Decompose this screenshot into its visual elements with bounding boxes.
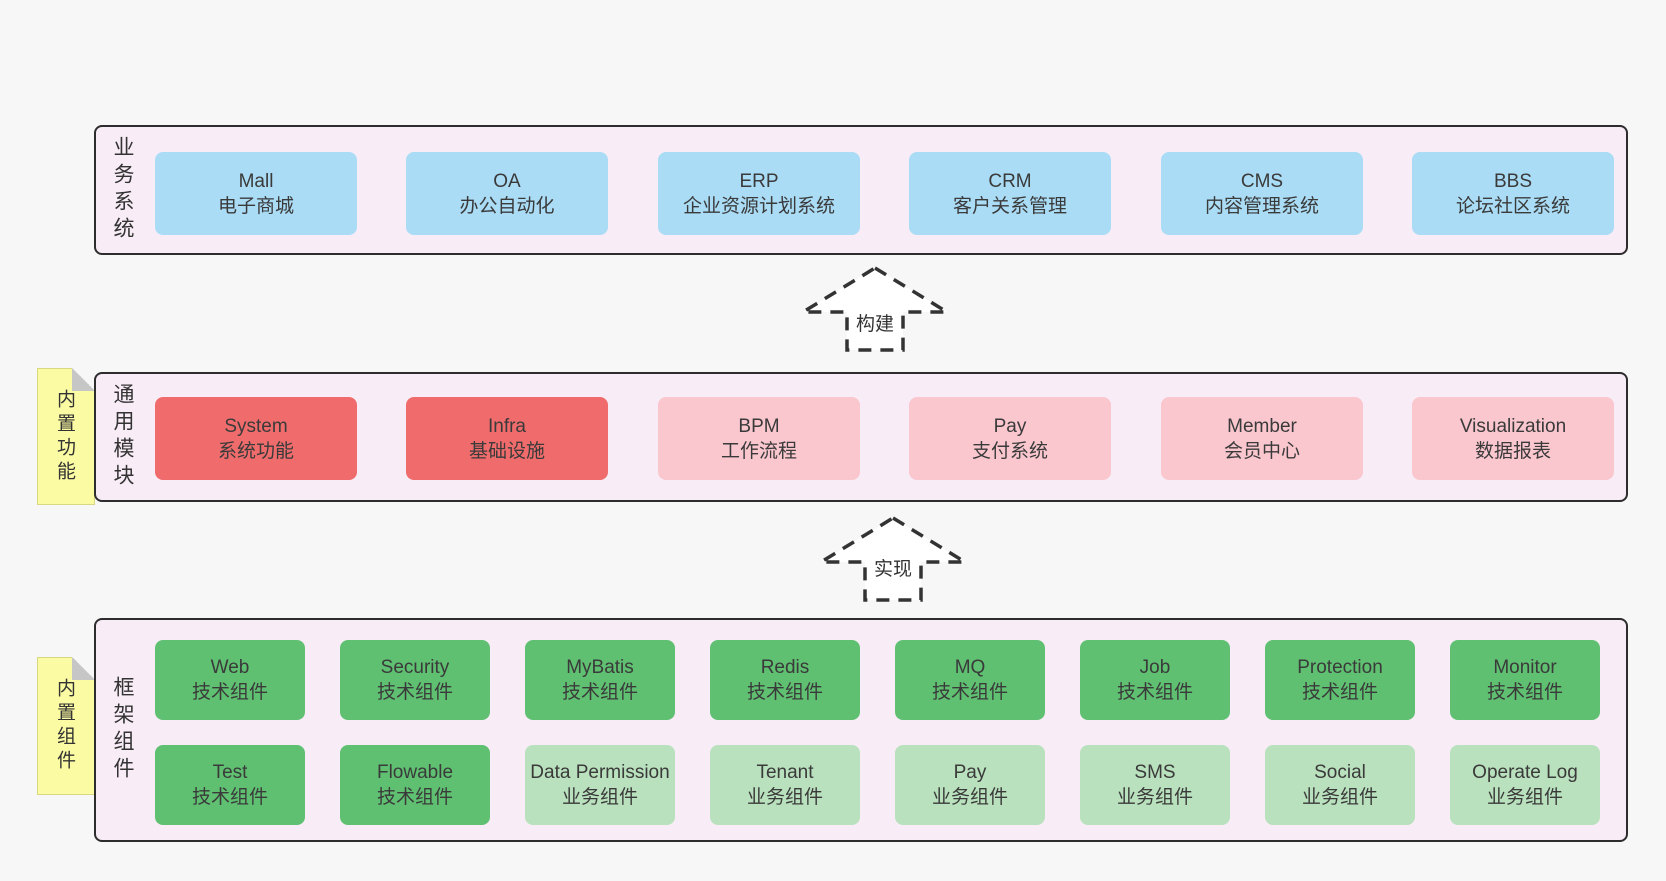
- build-arrow-label: 构建: [849, 314, 901, 336]
- node-name: Job: [1139, 657, 1171, 678]
- implement-arrow-label: 实现: [867, 559, 919, 581]
- node-name: Web: [210, 657, 250, 678]
- node-cms: CMS 内容管理系统: [1161, 152, 1363, 235]
- node-name: MyBatis: [566, 657, 634, 678]
- node-system: System 系统功能: [155, 397, 357, 480]
- node-desc: 数据报表: [1474, 440, 1551, 462]
- node-sms: SMS 业务组件: [1080, 745, 1230, 825]
- layer-business-systems: 业务系统 Mall 电子商城 OA 办公自动化 ERP 企业资源计划系统 CRM…: [94, 125, 1628, 255]
- node-desc: 业务组件: [561, 787, 638, 808]
- node-test: Test 技术组件: [155, 745, 305, 825]
- node-social: Social 业务组件: [1265, 745, 1415, 825]
- node-desc: 系统功能: [217, 440, 294, 462]
- node-name: Redis: [760, 657, 810, 678]
- node-name: Flowable: [376, 762, 454, 783]
- node-mall: Mall 电子商城: [155, 152, 357, 235]
- node-desc: 支付系统: [971, 440, 1048, 462]
- node-monitor: Monitor 技术组件: [1450, 640, 1600, 720]
- folded-corner-icon: [72, 657, 95, 680]
- node-name: Infra: [487, 415, 527, 437]
- sticky-note-label: 内置功能: [54, 388, 75, 485]
- node-name: CMS: [1240, 170, 1284, 192]
- folded-corner-icon: [72, 368, 95, 391]
- sticky-note-label: 内置组件: [54, 678, 75, 774]
- node-name: ERP: [739, 170, 779, 192]
- node-oa: OA 办公自动化: [406, 152, 608, 235]
- node-desc: 客户关系管理: [952, 195, 1067, 217]
- node-desc: 技术组件: [1301, 682, 1378, 703]
- node-security: Security 技术组件: [340, 640, 490, 720]
- layer-common-modules: 通用模块 System 系统功能 Infra 基础设施 BPM 工作流程 Pay…: [94, 372, 1628, 502]
- node-name: System: [224, 415, 288, 437]
- node-desc: 会员中心: [1223, 440, 1300, 462]
- node-desc: 技术组件: [376, 682, 453, 703]
- node-desc: 技术组件: [561, 682, 638, 703]
- node-name: Data Permission: [530, 762, 670, 783]
- node-name: Monitor: [1493, 657, 1557, 678]
- node-name: Protection: [1297, 657, 1383, 678]
- node-name: Pay: [993, 415, 1027, 437]
- layer-title: 框架组件: [111, 676, 134, 784]
- node-name: Social: [1314, 762, 1366, 783]
- node-desc: 技术组件: [191, 787, 268, 808]
- node-desc: 论坛社区系统: [1455, 195, 1570, 217]
- node-name: SMS: [1134, 762, 1176, 783]
- node-operate-log: Operate Log 业务组件: [1450, 745, 1600, 825]
- sticky-note-builtin-features: 内置功能: [37, 368, 95, 505]
- node-desc: 业务组件: [1301, 787, 1378, 808]
- node-desc: 业务组件: [1486, 787, 1563, 808]
- node-pay-component: Pay 业务组件: [895, 745, 1045, 825]
- node-visualization: Visualization 数据报表: [1412, 397, 1614, 480]
- node-infra: Infra 基础设施: [406, 397, 608, 480]
- node-web: Web 技术组件: [155, 640, 305, 720]
- node-name: OA: [493, 170, 521, 192]
- node-desc: 技术组件: [376, 787, 453, 808]
- node-job: Job 技术组件: [1080, 640, 1230, 720]
- node-desc: 业务组件: [746, 787, 823, 808]
- node-desc: 技术组件: [191, 682, 268, 703]
- layer-title: 通用模块: [111, 383, 134, 491]
- node-name: BPM: [738, 415, 780, 437]
- node-name: Mall: [238, 170, 274, 192]
- node-name: Tenant: [756, 762, 814, 783]
- build-arrow-icon: [796, 265, 954, 352]
- node-name: Member: [1227, 415, 1297, 437]
- node-desc: 电子商城: [217, 195, 294, 217]
- node-member: Member 会员中心: [1161, 397, 1363, 480]
- node-desc: 技术组件: [746, 682, 823, 703]
- node-protection: Protection 技术组件: [1265, 640, 1415, 720]
- layer-title: 业务系统: [111, 136, 134, 244]
- node-name: Test: [212, 762, 248, 783]
- node-desc: 内容管理系统: [1204, 195, 1319, 217]
- node-desc: 企业资源计划系统: [682, 195, 835, 217]
- node-name: BBS: [1493, 170, 1533, 192]
- node-mq: MQ 技术组件: [895, 640, 1045, 720]
- node-name: Visualization: [1459, 415, 1567, 437]
- node-desc: 工作流程: [720, 440, 797, 462]
- node-name: Operate Log: [1472, 762, 1578, 783]
- node-mybatis: MyBatis 技术组件: [525, 640, 675, 720]
- node-name: Security: [380, 657, 450, 678]
- node-redis: Redis 技术组件: [710, 640, 860, 720]
- node-tenant: Tenant 业务组件: [710, 745, 860, 825]
- node-data-permission: Data Permission 业务组件: [525, 745, 675, 825]
- layer-framework-components: 框架组件 Web 技术组件 Security 技术组件 MyBatis 技术组件…: [94, 618, 1628, 842]
- node-name: Pay: [953, 762, 987, 783]
- node-name: CRM: [988, 170, 1032, 192]
- node-desc: 技术组件: [1486, 682, 1563, 703]
- sticky-note-builtin-components: 内置组件: [37, 657, 95, 795]
- node-desc: 基础设施: [468, 440, 545, 462]
- node-crm: CRM 客户关系管理: [909, 152, 1111, 235]
- node-desc: 办公自动化: [459, 195, 555, 217]
- node-flowable: Flowable 技术组件: [340, 745, 490, 825]
- node-desc: 技术组件: [1116, 682, 1193, 703]
- node-bbs: BBS 论坛社区系统: [1412, 152, 1614, 235]
- node-desc: 业务组件: [931, 787, 1008, 808]
- node-bpm: BPM 工作流程: [658, 397, 860, 480]
- node-erp: ERP 企业资源计划系统: [658, 152, 860, 235]
- node-desc: 业务组件: [1116, 787, 1193, 808]
- node-desc: 技术组件: [931, 682, 1008, 703]
- node-pay-system: Pay 支付系统: [909, 397, 1111, 480]
- node-name: MQ: [954, 657, 986, 678]
